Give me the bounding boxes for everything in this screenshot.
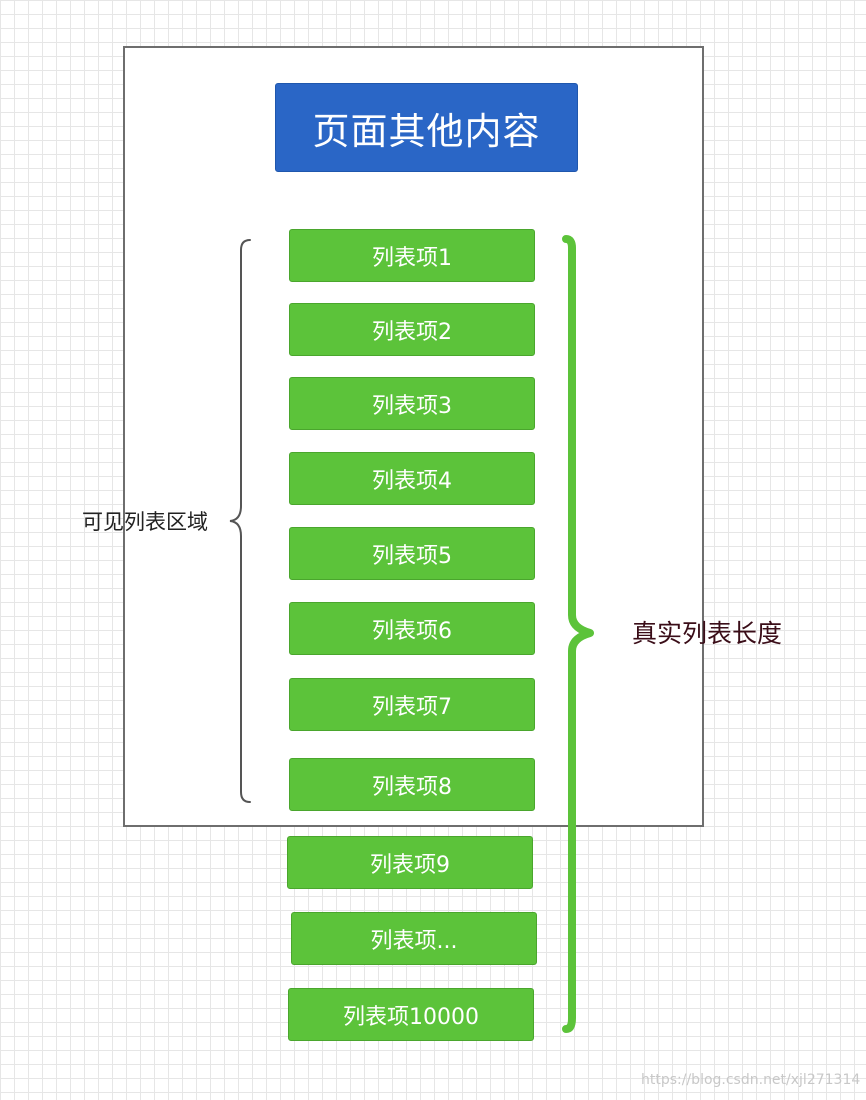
real-length-brace [562,235,594,1033]
list-item-ellipsis: 列表项... [291,912,537,965]
list-item-9: 列表项9 [287,836,533,889]
list-item-1: 列表项1 [289,229,535,282]
visible-area-brace [229,239,251,803]
list-item-8: 列表项8 [289,758,535,811]
page-other-content-box: 页面其他内容 [275,83,578,172]
real-length-label: 真实列表长度 [632,619,783,648]
source-watermark: https://blog.csdn.net/xjl271314 [641,1072,861,1088]
list-item-5: 列表项5 [289,527,535,580]
list-item-10000: 列表项10000 [288,988,534,1041]
list-item-6: 列表项6 [289,602,535,655]
list-item-4: 列表项4 [289,452,535,505]
visible-area-label: 可见列表区域 [82,510,208,534]
list-item-3: 列表项3 [289,377,535,430]
list-item-2: 列表项2 [289,303,535,356]
list-item-7: 列表项7 [289,678,535,731]
